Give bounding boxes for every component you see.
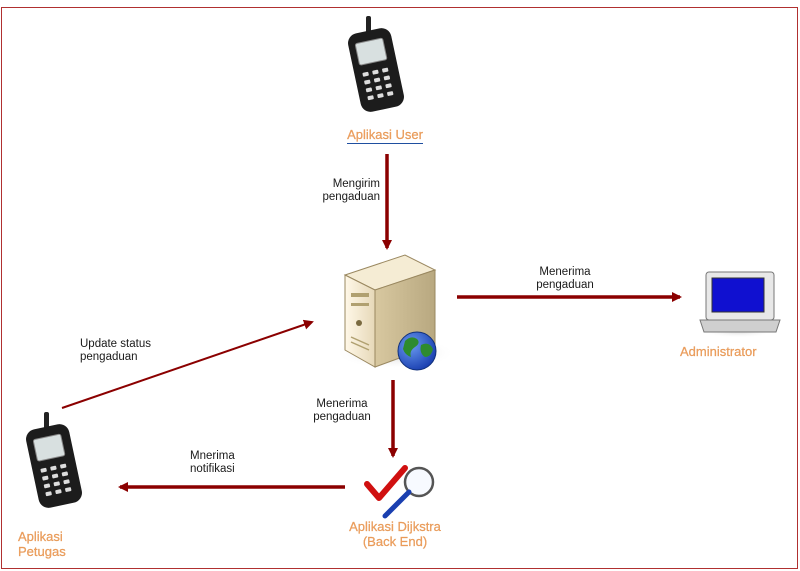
- edge-officer-to-server: [61, 319, 314, 409]
- edge-label-officer-to-server-line1: Update status: [80, 338, 151, 350]
- edge-label-server-to-dijkstra-line1: Menerima: [316, 398, 368, 410]
- dijkstra-label-line1: Aplikasi Dijkstra: [349, 519, 441, 534]
- edge-label-user-to-server: Mengirim pengaduan: [300, 178, 380, 204]
- edge-label-server-to-admin-line1: Menerima: [539, 266, 591, 278]
- dijkstra-label: Aplikasi Dijkstra (Back End): [320, 519, 470, 549]
- edge-label-user-to-server-line2: pengaduan: [322, 191, 380, 203]
- officer-app-label-line2: Petugas: [18, 544, 66, 559]
- edge-label-server-to-admin: Menerima pengaduan: [520, 266, 610, 292]
- server-icon: [335, 254, 455, 371]
- edge-label-dijkstra-to-officer-line2: notifikasi: [190, 463, 235, 475]
- officer-app-phone-icon: [23, 411, 91, 511]
- officer-app-label-line1: Aplikasi: [18, 529, 63, 544]
- edge-label-dijkstra-to-officer-line1: Mnerima: [190, 450, 235, 462]
- user-app-label: Aplikasi User: [347, 127, 423, 144]
- edge-label-officer-to-server-line2: pengaduan: [80, 351, 138, 363]
- edge-label-server-to-dijkstra-line2: pengaduan: [313, 411, 371, 423]
- admin-label: Administrator: [680, 344, 757, 359]
- officer-app-label: Aplikasi Petugas: [18, 529, 88, 559]
- edge-label-server-to-admin-line2: pengaduan: [536, 279, 594, 291]
- diagram-frame: [1, 7, 798, 569]
- edge-label-dijkstra-to-officer: Mnerima notifikasi: [190, 450, 270, 476]
- edge-label-officer-to-server: Update status pengaduan: [80, 338, 190, 364]
- edge-label-server-to-dijkstra: Menerima pengaduan: [300, 398, 384, 424]
- dijkstra-checkmark-magnifier-icon: [364, 465, 435, 519]
- edge-label-user-to-server-line1: Mengirim: [332, 178, 380, 190]
- user-app-phone-icon: [345, 15, 413, 115]
- admin-computer-icon: [698, 271, 781, 338]
- dijkstra-label-line2: (Back End): [362, 534, 428, 549]
